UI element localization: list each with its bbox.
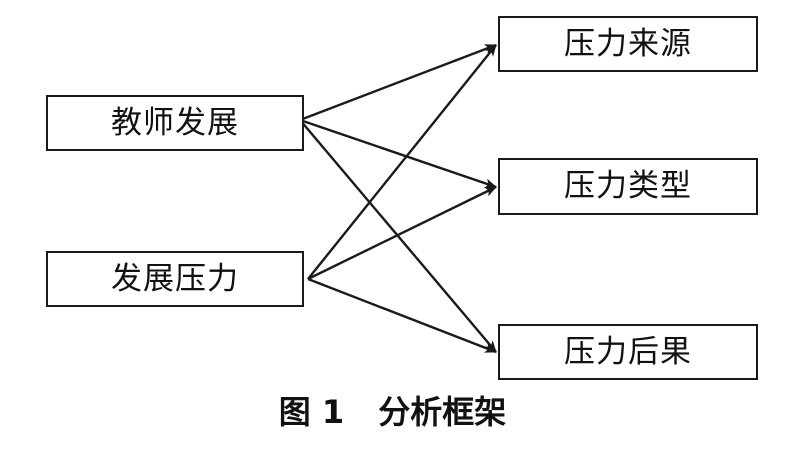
arrow-teacher-to-result — [299, 119, 497, 353]
node-label: 压力来源 — [564, 25, 692, 62]
node-stress-source: 压力来源 — [498, 16, 758, 72]
node-teacher-development: 教师发展 — [46, 95, 304, 151]
arrow-stress-to-source — [307, 44, 497, 280]
node-label: 压力后果 — [564, 333, 692, 370]
arrow-teacher-to-type — [299, 118, 497, 189]
node-label: 教师发展 — [111, 104, 239, 141]
arrow-stress-to-type — [307, 185, 497, 281]
node-stress-result: 压力后果 — [498, 324, 758, 380]
node-label: 发展压力 — [111, 260, 239, 297]
arrow-teacher-to-source — [299, 43, 497, 122]
figure-caption: 图 1 分析框架 — [0, 396, 785, 428]
figure-number: 图 1 — [278, 393, 345, 431]
node-label: 压力类型 — [564, 168, 692, 204]
arrow-stress-to-result — [307, 277, 497, 354]
figure-title: 分析框架 — [378, 393, 507, 431]
node-development-stress: 发展压力 — [46, 251, 304, 307]
node-stress-type: 压力类型 — [498, 158, 758, 215]
